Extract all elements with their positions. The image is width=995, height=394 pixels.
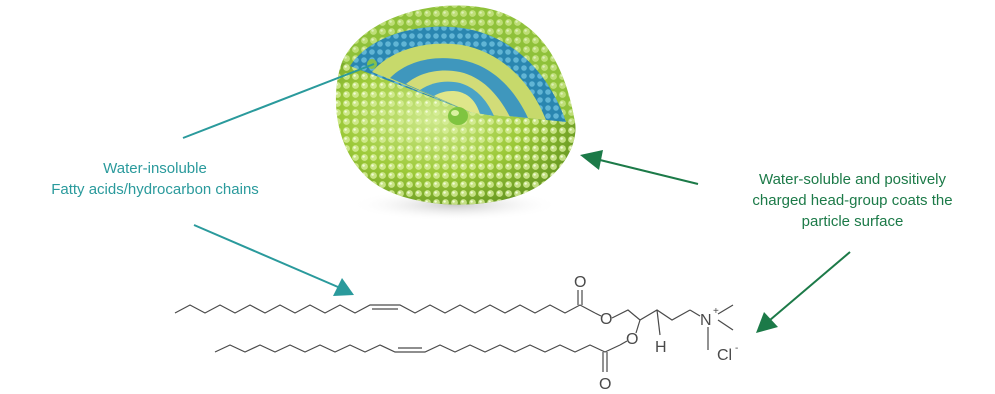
glycerol-ch-bond: [656, 309, 661, 336]
lipid-molecule: [174, 290, 734, 372]
nanoparticle-sphere: [335, 5, 576, 221]
sphere-outer-bead-texture: [335, 62, 576, 205]
atom-o-top-carbonyl: O: [574, 274, 586, 291]
atom-o-bottom-carbonyl: O: [599, 376, 611, 393]
sphere-core-highlight: [451, 110, 459, 116]
atom-n-charge: +: [713, 306, 719, 317]
arrow-icon: [580, 150, 603, 170]
top-ester-bond: [594, 312, 602, 317]
atom-o-top-ester: O: [600, 311, 612, 328]
sphere-core: [448, 107, 468, 125]
arrow-line-to-sphere: [182, 63, 375, 139]
headgroup-label-line-3: particle surface: [801, 213, 904, 230]
atom-o-bottom-ester: O: [626, 331, 638, 348]
atom-h: H: [655, 339, 667, 356]
atom-labels: O O O O H N + Cl -: [574, 274, 738, 393]
atom-cl-charge: -: [735, 343, 738, 354]
arrow-to-chains: [193, 224, 339, 288]
atom-n: N: [700, 312, 712, 329]
arrow-to-surface: [599, 159, 699, 185]
headgroup-label-line-2: charged head-group coats the: [752, 192, 953, 209]
headgroup-label: Water-soluble and positively charged hea…: [710, 169, 995, 232]
top-fatty-chain: [174, 304, 596, 314]
hydrophobic-label-line-2: Fatty acids/hydrocarbon chains: [51, 181, 259, 198]
arrow-icon: [756, 312, 778, 333]
glycerol-co-bond: [635, 319, 641, 334]
sphere-cut-layer-6: [434, 91, 480, 114]
n-methyl-right-b: [717, 319, 734, 331]
arrow-icon: [333, 278, 354, 296]
hydrophobic-label-line-1: Water-insoluble: [103, 160, 207, 177]
n-methyl-bonds: [689, 309, 701, 317]
n-methyl-right-a: [717, 304, 734, 315]
arrows: [182, 63, 851, 333]
arrow-to-headgroup: [769, 251, 851, 321]
bottom-fatty-chain: [214, 344, 621, 353]
headgroup-label-line-1: Water-soluble and positively: [758, 171, 947, 188]
glycerol-backbone: [611, 309, 691, 321]
atom-cl: Cl: [717, 347, 732, 364]
bottom-ester-bond: [619, 340, 628, 346]
hydrophobic-tail-label: Water-insoluble Fatty acids/hydrocarbon …: [0, 158, 310, 200]
